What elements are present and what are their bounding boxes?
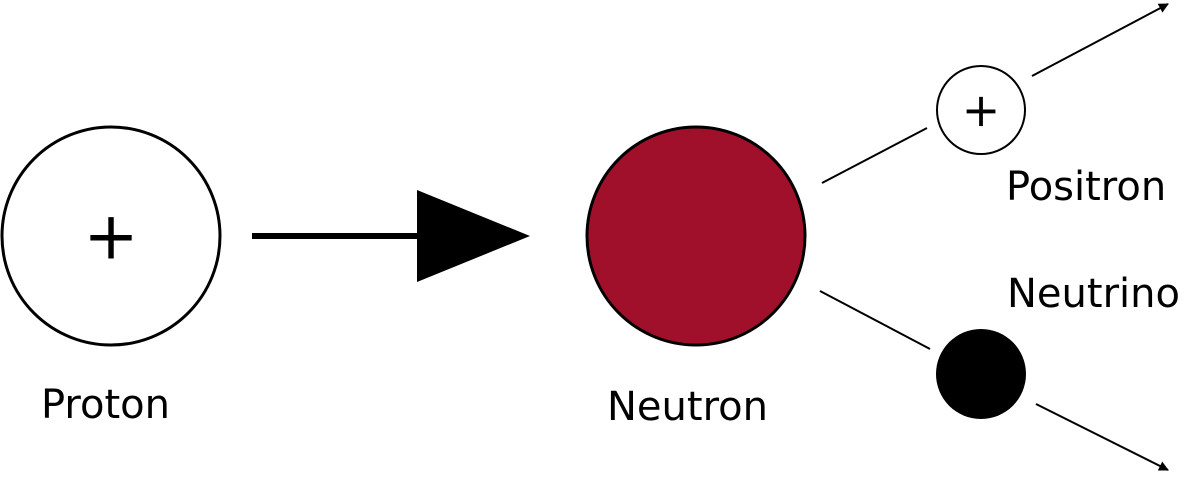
positron-charge-symbol: +: [962, 83, 1001, 137]
proton: +: [0, 125, 222, 347]
neutrino-circle: [936, 329, 1026, 419]
neutron-circle: [585, 125, 807, 347]
positron-emission-line-inner: [821, 127, 928, 184]
positron-circle: [936, 65, 1026, 155]
neutron-label: Neutron: [607, 384, 768, 430]
neutrino-emission-arrow: [1035, 403, 1169, 471]
positron-emission-arrow: [1031, 3, 1169, 77]
proton-circle: [0, 125, 222, 347]
positron: +: [936, 65, 1026, 155]
neutrino-label: Neutrino: [1007, 271, 1180, 317]
positron-label: Positron: [1006, 164, 1167, 210]
proton-label: Proton: [41, 382, 170, 428]
neutrino-emission-line-inner: [819, 290, 931, 350]
proton-charge-symbol: +: [83, 198, 138, 275]
transformation-arrow: [252, 190, 530, 282]
transformation-arrowhead: [417, 190, 530, 282]
